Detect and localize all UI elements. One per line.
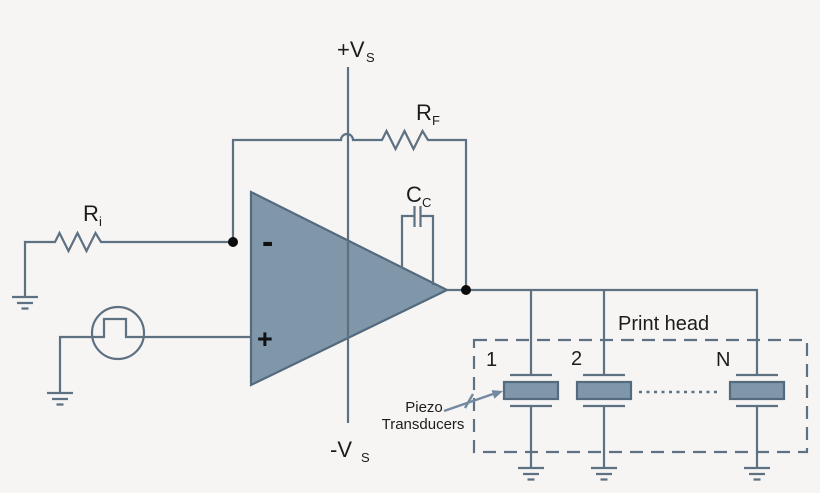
- transducer-1-label: 1: [486, 349, 497, 371]
- positive-supply-label: +V: [337, 37, 365, 62]
- opamp-inverting-sign: -: [262, 223, 273, 261]
- inverting-input-junction: [228, 237, 238, 247]
- compensation-capacitor-label: C: [406, 182, 422, 207]
- output-wire: [447, 288, 759, 375]
- feedback-resistor-label: R: [416, 100, 432, 125]
- pulse-source-branch: [47, 305, 251, 406]
- output-junction: [461, 285, 471, 295]
- negative-supply-subscript: S: [361, 450, 370, 465]
- piezo-transducer-1: 1: [486, 349, 560, 481]
- output-bus: [447, 285, 759, 375]
- positive-supply-subscript: S: [366, 50, 375, 65]
- pulse-waveform-wire: [58, 317, 251, 393]
- ground-symbol: [47, 391, 73, 406]
- capacitor-wires: [400, 214, 435, 285]
- ground-symbol: [744, 466, 770, 481]
- piezo-caption-line1: Piezo: [405, 399, 443, 416]
- piezo-element: [575, 380, 633, 401]
- input-resistor-branch: R i: [12, 201, 233, 310]
- opamp: - +: [228, 190, 450, 387]
- ground-symbol: [518, 466, 544, 481]
- piezo-transducer-2: 2: [571, 348, 633, 481]
- piezo-transducer-n: N: [716, 349, 786, 481]
- input-resistor-subscript: i: [99, 214, 102, 229]
- callout-arrow-tick: [463, 393, 475, 409]
- piezo-callout: Piezo Transducers: [382, 390, 503, 433]
- piezo-caption-line2: Transducers: [382, 416, 465, 433]
- input-resistor-label: R: [83, 201, 99, 226]
- piezo-element: [728, 380, 786, 401]
- compensation-capacitor-subscript: C: [422, 195, 431, 210]
- print-head: Print head 1 2 N: [472, 313, 809, 481]
- capacitor-plates: [413, 206, 422, 227]
- pulse-source-icon: [90, 305, 146, 361]
- print-head-boundary: [472, 338, 809, 454]
- transducer-2-label: 2: [571, 348, 582, 370]
- callout-arrow-head-icon: [491, 390, 503, 399]
- ground-symbol: [591, 466, 617, 481]
- input-resistor: [23, 230, 233, 297]
- print-head-label: Print head: [618, 313, 709, 335]
- opamp-noninverting-sign: +: [257, 324, 273, 354]
- transducer-n-label: N: [716, 349, 730, 371]
- feedback-resistor: [231, 128, 468, 290]
- feedback-resistor-subscript: F: [432, 113, 440, 128]
- ground-symbol: [12, 295, 38, 310]
- feedback-loop: R F: [231, 100, 468, 290]
- piezo-element: [502, 380, 560, 401]
- compensation-capacitor: C C: [400, 182, 435, 285]
- negative-supply-label: -V: [330, 437, 352, 462]
